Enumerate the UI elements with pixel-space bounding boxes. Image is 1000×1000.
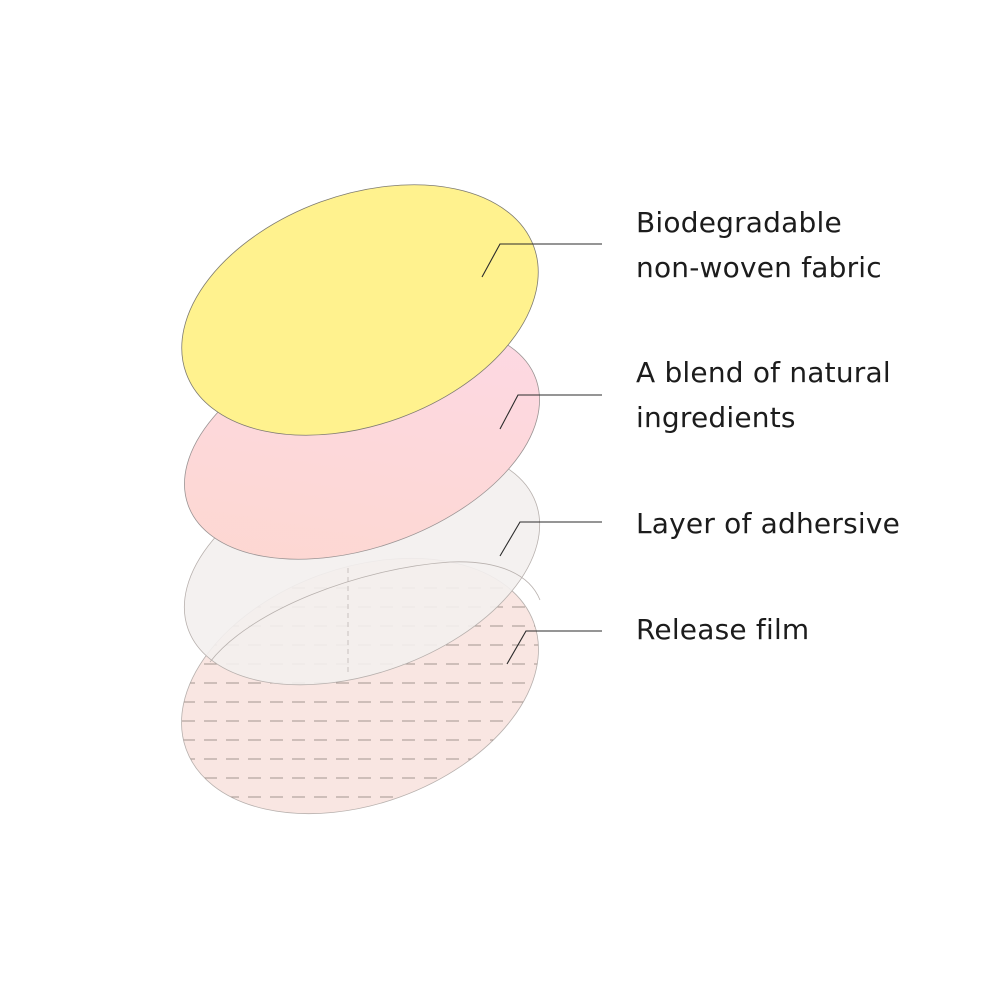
label-natural-ingredients: A blend of natural ingredients xyxy=(636,350,891,440)
label-biodegradable-fabric: Biodegradable non-woven fabric xyxy=(636,200,882,290)
leader-line-adhesive xyxy=(499,521,602,557)
label-line: A blend of natural xyxy=(636,356,891,389)
label-release-film: Release film xyxy=(636,607,809,652)
fabric-layer xyxy=(181,184,539,436)
leader-line-release xyxy=(506,630,602,665)
leader-line-ingredients xyxy=(499,394,602,430)
label-line: ingredients xyxy=(636,401,796,434)
leader-line-fabric xyxy=(481,243,602,278)
label-adhesive: Layer of adhersive xyxy=(636,501,900,546)
release-film-outline-through xyxy=(209,561,541,663)
label-line: Biodegradable xyxy=(636,206,842,239)
label-line: Layer of adhersive xyxy=(636,507,901,540)
label-line: non-woven fabric xyxy=(636,251,882,284)
label-line: Release film xyxy=(636,613,810,646)
leader-lines xyxy=(481,243,602,665)
fabric-disc xyxy=(181,184,539,436)
